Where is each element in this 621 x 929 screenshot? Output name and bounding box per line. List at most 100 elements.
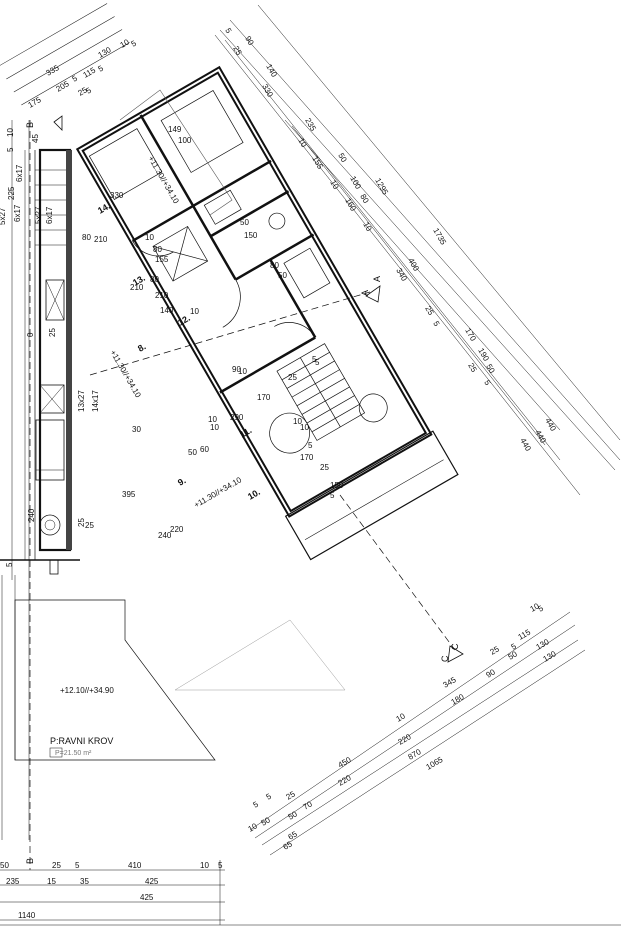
dimension-value: 115 [517,627,533,641]
dimension-value: 90 [243,35,256,48]
dimension-value: 130 [97,45,114,60]
dimension-value: 130 [542,649,559,664]
dimension-value: 5 [71,73,80,83]
dimension-value: 10 [208,415,217,424]
dimension-value: 80 [270,261,279,270]
dimension-value: 14x17 [91,390,100,412]
bottom-dimension-chains [249,611,586,856]
dimension-value: 5 [130,38,139,48]
dimension-value: 25 [489,644,502,657]
dimension-value: 25 [466,362,479,375]
dimension-value: 5 [218,861,223,870]
dimension-value: 10 [145,233,154,242]
dimension-value: 50 [0,861,9,870]
dimension-value: 5 [97,63,106,73]
dimension-value: 205 [55,79,72,94]
dimension-value: 5x27 [0,207,7,225]
dimension-value: 60 [200,445,209,454]
right-dimension-chains [214,4,621,496]
bottom-horizontal-dimensions [0,860,621,926]
dimension-value: 80 [153,245,162,254]
dimension-value: 5 [265,791,274,801]
dimension-value: 50 [336,152,349,165]
dimension-value: 240 [158,531,172,540]
dimension-value: 170 [257,393,271,402]
apartment-plan [75,65,459,561]
dimension-value: 175 [27,95,44,110]
dimension-value: 10 [361,221,374,234]
dimension-value: 50 [278,271,287,280]
dimension-value: 50 [240,218,249,227]
dimension-value: 45 [31,134,40,143]
dimension-value: 240 [27,508,36,522]
dimension-value: 10 [300,423,309,432]
dimension-value: 170 [300,453,314,462]
dimension-value: 395 [122,490,136,499]
dimension-value: 870 [407,747,424,762]
dimension-value: 13x27 [77,390,86,412]
dimension-value: 80 [82,233,91,242]
dimension-value: 10 [238,367,247,376]
roof-label: P:RAVNI KROV [50,736,113,746]
dimension-value: 6x17 [15,164,24,182]
dimension-value: 0 [26,332,35,337]
dimension-value: 5 [431,320,441,329]
section-mark: A [360,290,370,296]
dimension-value: 330 [110,191,124,200]
dimension-value: 235 [303,117,318,134]
level-elevation: +11.30//+34.10 [146,155,181,206]
dimension-value: 5 [315,358,320,367]
dimension-value: 10 [395,711,408,724]
dimension-value: 80 [358,193,371,206]
dimension-value: 440 [543,417,558,434]
dimension-value: 100 [178,136,192,145]
dimension-value: 25 [48,328,57,337]
dimension-value: 210 [155,291,169,300]
dimension-value: 210 [130,283,144,292]
dimension-value: 90 [232,365,241,374]
dimension-value: 235 [6,877,20,886]
dimension-value: 150 [244,231,258,240]
dimension-value: 190 [476,347,491,364]
dimension-value: 1295 [373,177,390,197]
dimension-value: 10 [210,423,219,432]
dimension-value: 5 [537,603,546,613]
dimension-value: 35 [80,877,89,886]
dimension-value: 50 [507,649,520,662]
dimension-value: 65 [282,839,295,852]
room-label-8: 8. [136,341,148,353]
dimension-value: 30 [132,425,141,434]
dimension-value: 10 [247,821,260,834]
section-mark: C [440,655,450,662]
section-mark: C [450,643,460,650]
section-lines [29,120,456,870]
dimension-value: 25 [231,45,244,58]
dimension-value: 180 [450,692,467,707]
dimension-value: 5 [308,441,313,450]
terrace-outline [119,89,233,216]
dimension-value: 25 [77,518,86,527]
dimension-value: 5 [5,562,14,567]
section-arrows [53,115,464,663]
section-mark: B [25,858,35,864]
roof-area: P=21.50 m² [55,750,92,757]
dimension-value: 5 [75,861,80,870]
dimension-value: 149 [168,125,182,134]
dimension-value: 50 [188,448,197,457]
dimension-value: 50 [260,815,273,828]
room-label-10: 10. [246,487,262,502]
dimension-value: 5 [312,355,317,364]
level-elevation: +12.10//+34.90 [60,686,114,695]
dimension-value: 290 [230,413,244,422]
dimension-value: 335 [45,63,62,78]
dimension-value: 220 [337,773,354,788]
dimension-value: 440 [518,437,533,454]
dimension-value: 155 [155,255,169,264]
dimension-value: 330 [260,83,275,100]
dimension-value: 25 [285,789,298,802]
dimension-value: 5 [510,641,519,651]
dimension-value: 425 [140,893,154,902]
room-label-9: 9. [176,475,188,487]
dimension-value: 160 [343,197,358,214]
dimension-value: 225 [7,186,16,200]
